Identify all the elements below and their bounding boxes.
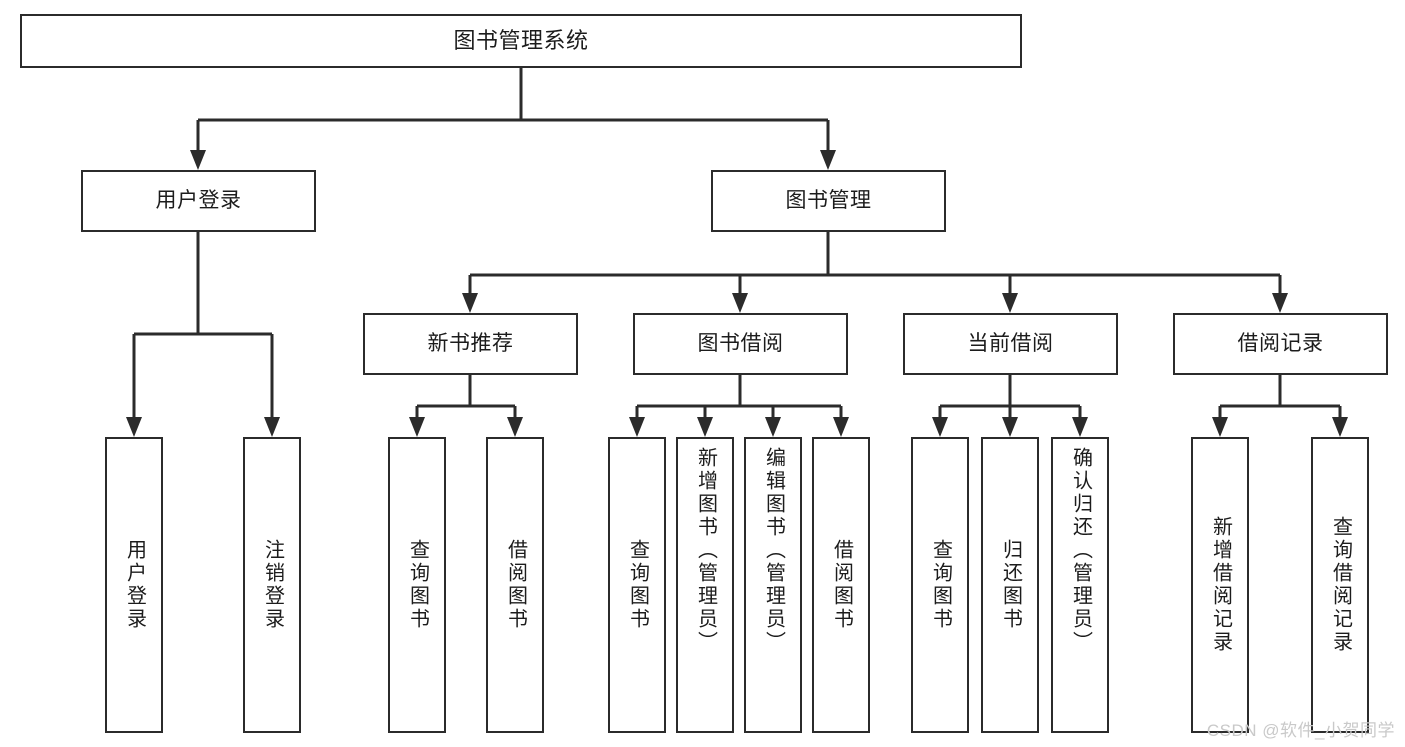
node-leaf-query-book-3[interactable]: 查询图书 (911, 437, 969, 733)
node-leaf-add-book-admin[interactable]: 新增图书（管理员） (676, 437, 734, 733)
node-label: 用户登录 (123, 539, 146, 631)
arrow-to-leaf-query-record (1332, 417, 1348, 437)
node-label: 查询图书 (929, 539, 952, 631)
arrow-to-book-borrow (732, 293, 748, 313)
arrow-to-leaf-query-book-1 (409, 417, 425, 437)
node-label: 查询图书 (626, 539, 649, 631)
user-login-bus (134, 232, 272, 336)
arrow-to-user-login (190, 150, 206, 170)
node-label: 用户登录 (155, 188, 242, 212)
node-leaf-logout[interactable]: 注销登录 (243, 437, 301, 733)
node-label: 图书管理系统 (453, 28, 589, 54)
node-new-book-recommendation[interactable]: 新书推荐 (363, 313, 578, 375)
arrow-to-leaf-query-book-3 (932, 417, 948, 437)
arrow-to-leaf-return-book (1002, 417, 1018, 437)
book-manage-bus (470, 232, 1280, 277)
node-label: 新书推荐 (427, 331, 514, 355)
node-leaf-user-login[interactable]: 用户登录 (105, 437, 163, 733)
node-label: 借阅图书 (504, 539, 527, 631)
arrow-to-book-manage (820, 150, 836, 170)
node-borrowing-record[interactable]: 借阅记录 (1173, 313, 1388, 375)
node-label: 查询图书 (406, 539, 429, 631)
root-bus (198, 68, 828, 122)
arrow-to-leaf-query-book-2 (629, 417, 645, 437)
arrow-to-leaf-borrow-book-1 (507, 417, 523, 437)
arrow-to-new-book-rec (462, 293, 478, 313)
node-label: 归还图书 (999, 539, 1022, 631)
arrow-to-leaf-logout (264, 417, 280, 437)
arrow-to-leaf-edit-book (765, 417, 781, 437)
node-leaf-return-book[interactable]: 归还图书 (981, 437, 1039, 733)
node-leaf-borrow-book-1[interactable]: 借阅图书 (486, 437, 544, 733)
node-user-login[interactable]: 用户登录 (81, 170, 316, 232)
node-label: 确认归还（管理员） (1069, 447, 1092, 654)
node-label: 注销登录 (261, 539, 284, 631)
node-leaf-borrow-book-2[interactable]: 借阅图书 (812, 437, 870, 733)
arrow-to-current-borrow (1002, 293, 1018, 313)
book-borrow-bus (637, 375, 841, 408)
arrow-to-leaf-add-record (1212, 417, 1228, 437)
new-book-bus (417, 375, 515, 408)
node-current-borrowing[interactable]: 当前借阅 (903, 313, 1118, 375)
node-label: 当前借阅 (967, 331, 1054, 355)
arrow-to-leaf-confirm-return (1072, 417, 1088, 437)
node-book-borrowing[interactable]: 图书借阅 (633, 313, 848, 375)
node-leaf-add-borrow-record[interactable]: 新增借阅记录 (1191, 437, 1249, 733)
node-leaf-query-borrow-record[interactable]: 查询借阅记录 (1311, 437, 1369, 733)
node-label: 图书管理 (785, 188, 872, 212)
arrow-to-leaf-borrow-book-2 (833, 417, 849, 437)
watermark: CSDN @软件_小贺同学 (1206, 721, 1395, 740)
node-label: 新增图书（管理员） (694, 447, 717, 654)
node-label: 借阅图书 (830, 539, 853, 631)
node-leaf-edit-book-admin[interactable]: 编辑图书（管理员） (744, 437, 802, 733)
node-leaf-query-book-2[interactable]: 查询图书 (608, 437, 666, 733)
connector-arrowheads (126, 150, 1348, 437)
node-label: 借阅记录 (1237, 331, 1324, 355)
current-borrow-bus (940, 375, 1080, 408)
borrow-record-bus (1220, 375, 1340, 408)
node-leaf-query-book-1[interactable]: 查询图书 (388, 437, 446, 733)
node-label: 查询借阅记录 (1329, 516, 1352, 654)
node-root-book-management-system[interactable]: 图书管理系统 (20, 14, 1022, 68)
node-label: 新增借阅记录 (1209, 516, 1232, 654)
node-leaf-confirm-return-admin[interactable]: 确认归还（管理员） (1051, 437, 1109, 733)
arrow-to-leaf-add-book (697, 417, 713, 437)
node-label: 编辑图书（管理员） (762, 447, 785, 654)
node-label: 图书借阅 (697, 331, 784, 355)
arrow-to-leaf-user-login (126, 417, 142, 437)
arrow-to-borrow-record (1272, 293, 1288, 313)
node-book-management[interactable]: 图书管理 (711, 170, 946, 232)
